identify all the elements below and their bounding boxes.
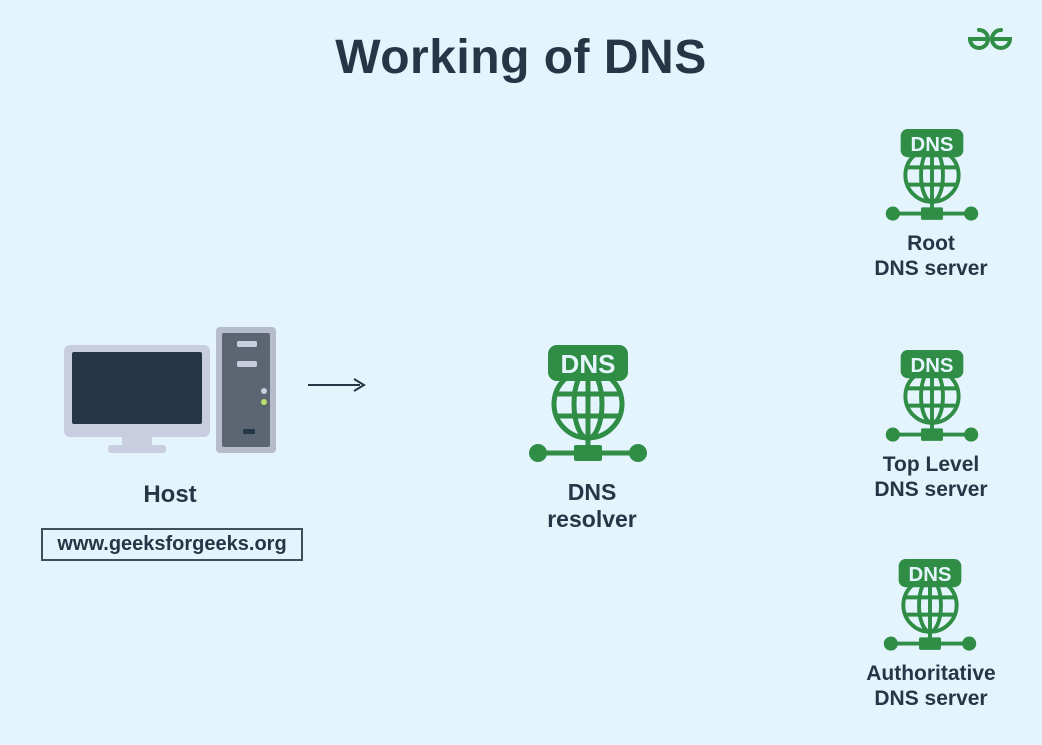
authoritative-dns-server-node: DNS — [883, 558, 977, 654]
authoritative-dns-server-label-line1: Authoritative — [866, 662, 996, 685]
root-dns-server-label-line2: DNS server — [874, 257, 988, 280]
root-dns-server-node: DNS — [885, 128, 979, 224]
root-dns-server-label: Root DNS server — [850, 231, 1012, 281]
dns-badge: DNS — [909, 564, 952, 586]
dns-server-icon: DNS — [885, 129, 979, 221]
dns-resolver-label: DNS resolver — [512, 479, 672, 533]
dns-badge: DNS — [911, 355, 954, 377]
url-box: www.geeksforgeeks.org — [41, 528, 303, 561]
dns-resolver-label-line1: DNS — [567, 479, 617, 505]
dns-badge: DNS — [561, 349, 616, 379]
dns-resolver-node: DNS — [528, 344, 648, 466]
host-computer-icon — [64, 327, 276, 453]
gfg-logo-icon — [967, 28, 1013, 50]
tld-dns-server-node: DNS — [885, 349, 979, 445]
dns-resolver-label-line2: resolver — [547, 506, 637, 532]
dns-server-icon: DNS — [885, 350, 979, 442]
dns-badge: DNS — [911, 134, 954, 156]
tld-dns-server-label-line2: DNS server — [874, 478, 988, 501]
dns-server-icon: DNS — [529, 345, 647, 462]
tld-dns-server-label-line1: Top Level — [882, 453, 980, 476]
page-title: Working of DNS — [335, 31, 707, 84]
dns-server-icon: DNS — [883, 559, 977, 651]
authoritative-dns-server-label-line2: DNS server — [874, 687, 988, 710]
tld-dns-server-label: Top Level DNS server — [850, 452, 1012, 502]
root-dns-server-label-line1: Root — [907, 232, 955, 255]
host-label: Host — [143, 481, 197, 508]
arrow-icon — [308, 378, 366, 392]
authoritative-dns-server-label: Authoritative DNS server — [842, 661, 1020, 711]
